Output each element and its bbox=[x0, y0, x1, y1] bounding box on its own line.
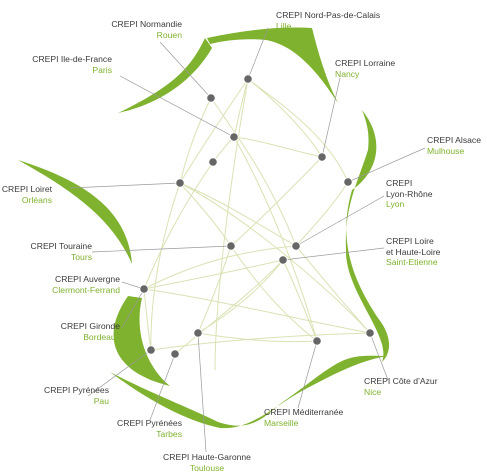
node-saint-etienne bbox=[278, 255, 288, 265]
node-paris bbox=[229, 132, 239, 142]
leader-gironde bbox=[121, 288, 145, 329]
curve-lille-strasbourg bbox=[247, 78, 349, 183]
curve-lyon-nice bbox=[295, 245, 371, 334]
curve-stetienne-bordeaux bbox=[143, 259, 284, 290]
curve-rouen-nancy bbox=[247, 78, 323, 158]
node-marseille bbox=[312, 336, 322, 346]
label-pyrenees-tarbes: CREPI Pyrénées Tarbes bbox=[117, 418, 182, 439]
curve-bordeaux-lyon bbox=[143, 245, 297, 290]
france-outline-strokes bbox=[18, 27, 390, 429]
label-lyon-rhone: CREPI Lyon-Rhône Lyon bbox=[386, 178, 433, 210]
label-mediterranee: CREPI Méditerranée Marseille bbox=[264, 407, 344, 428]
label-nord-pas-de-calais: CREPI Nord-Pas-de-Calais Lille bbox=[276, 10, 381, 31]
node-tours bbox=[208, 157, 218, 167]
node-nancy bbox=[317, 152, 327, 162]
curve-alsace-lyon bbox=[295, 181, 349, 247]
leader-tarbes bbox=[149, 353, 176, 421]
leader-touraine bbox=[91, 245, 232, 253]
node-rouen bbox=[206, 93, 216, 103]
label-gironde: CREPI Gironde Bordeaux bbox=[60, 321, 120, 342]
outline-north-west bbox=[118, 38, 212, 113]
leader-normandie bbox=[159, 41, 212, 99]
leader-idf bbox=[119, 75, 235, 138]
label-touraine: CREPI Touraine Tours bbox=[30, 241, 92, 262]
outline-north-east bbox=[207, 27, 338, 103]
label-alsace: CREPI Alsace Mulhouse bbox=[427, 135, 481, 156]
curve-pau-nice bbox=[150, 332, 371, 351]
node-clermont bbox=[226, 241, 236, 251]
node-mulhouse bbox=[343, 177, 353, 187]
curve-tarbes-stetienne bbox=[174, 259, 284, 355]
leader-lorraine bbox=[321, 77, 341, 158]
curve-top-bottom bbox=[214, 78, 249, 371]
leader-cotedazur bbox=[369, 332, 389, 381]
leader-lyon bbox=[295, 195, 385, 247]
curve-lille-paris bbox=[233, 78, 249, 138]
leader-haute-garonne bbox=[197, 332, 207, 453]
curve-tours-gironde bbox=[143, 161, 214, 290]
label-pyrenees-pau: CREPI Pyrénées Pau bbox=[44, 385, 109, 406]
label-lorraine: CREPI Lorraine Nancy bbox=[335, 58, 396, 79]
node-bordeaux bbox=[139, 284, 149, 294]
curve-stetienne-toulouse bbox=[197, 259, 284, 334]
outline-south bbox=[110, 355, 388, 429]
curve-paris-lorraine bbox=[233, 136, 323, 158]
curve-orleans-pau bbox=[150, 182, 181, 351]
leader-nord bbox=[247, 27, 269, 80]
network-connection-curves bbox=[143, 78, 371, 371]
outline-west bbox=[18, 160, 132, 264]
label-cote-d-azur: CREPI Côte d’Azur Nice bbox=[364, 376, 438, 397]
curve-idf-orleans bbox=[179, 97, 212, 184]
city-nodes bbox=[139, 74, 375, 359]
curve-bordeaux-nice bbox=[143, 288, 371, 334]
curve-rouen-loiret bbox=[179, 78, 249, 184]
label-ile-de-france: CREPI Ile-de-France Paris bbox=[32, 54, 112, 75]
node-pau bbox=[146, 345, 156, 355]
curve-tours-nice bbox=[179, 182, 371, 334]
curve-gironde-pau bbox=[143, 288, 152, 351]
curve-auvergne-marseille bbox=[230, 245, 318, 342]
label-haute-garonne: CREPI Haute-Garonne Toulouse bbox=[163, 452, 251, 473]
node-nice bbox=[365, 328, 375, 338]
curve-paris-marseille bbox=[233, 136, 318, 342]
label-leader-lines bbox=[69, 27, 426, 453]
label-normandie: CREPI Normandie Rouen bbox=[111, 19, 182, 40]
leader-loiret bbox=[69, 182, 181, 189]
curve-orleans-auvergne bbox=[179, 182, 232, 247]
node-toulouse bbox=[193, 328, 203, 338]
curve-idf-lyon bbox=[210, 97, 297, 247]
curve-auvergne-toulouse bbox=[197, 245, 232, 334]
outline-south-west bbox=[113, 296, 170, 386]
leader-loire bbox=[282, 247, 385, 261]
label-loiret: CREPI Loiret Orléans bbox=[1, 184, 52, 205]
node-lille bbox=[243, 74, 253, 84]
node-lyon bbox=[291, 241, 301, 251]
leader-alsace bbox=[347, 147, 426, 183]
node-tarbes bbox=[170, 349, 180, 359]
curve-toulouse-marseille bbox=[197, 332, 318, 343]
outline-east bbox=[345, 110, 390, 362]
label-auvergne: CREPI Auvergne Clermont-Ferrand bbox=[52, 274, 120, 295]
curve-orleans-lyon bbox=[179, 182, 297, 247]
node-orleans bbox=[175, 178, 185, 188]
curve-nancy-auvergne bbox=[230, 156, 323, 247]
label-loire-haute-loire: CREPI Loire et Haute-Loire Saint-Etienne bbox=[386, 236, 441, 268]
curve-paris-tours bbox=[212, 136, 235, 163]
leader-mediterranee bbox=[297, 340, 318, 409]
curve-loire-marseille bbox=[282, 259, 318, 342]
leader-pau bbox=[87, 349, 152, 397]
